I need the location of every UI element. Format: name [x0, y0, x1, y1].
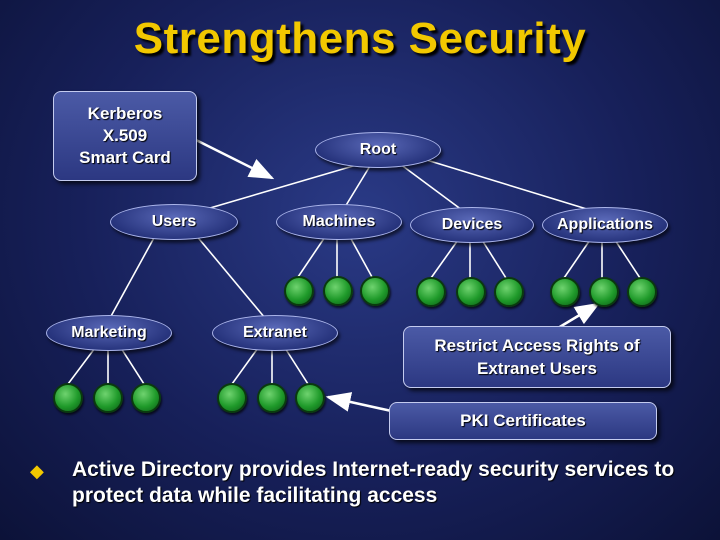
edge-users-marketing — [109, 235, 156, 319]
node-machines-label: Machines — [302, 213, 376, 230]
edge-extranet-leaf-3 — [284, 347, 309, 385]
node-marketing-label: Marketing — [71, 324, 147, 341]
pki-certificates-label: PKI Certificates — [460, 411, 586, 430]
pki-certificates-callout: PKI Certificates — [389, 402, 657, 440]
leaf-devices-2 — [456, 277, 486, 307]
restrict-access-callout: Restrict Access Rights of Extranet Users — [403, 326, 671, 388]
leaf-applications-1 — [550, 277, 580, 307]
leaf-devices-1 — [416, 277, 446, 307]
leaf-machines-2 — [323, 276, 353, 306]
leaf-machines-3 — [360, 276, 390, 306]
node-extranet: Extranet — [212, 315, 338, 351]
edge-marketing-leaf-1 — [67, 347, 96, 385]
leaf-marketing-1 — [53, 383, 83, 413]
node-machines: Machines — [276, 204, 402, 240]
edge-devices-leaf-1 — [430, 239, 459, 279]
arrow-auth-to-root — [195, 138, 275, 180]
node-applications-label: Applications — [556, 216, 653, 233]
leaf-marketing-3 — [131, 383, 161, 413]
edge-marketing-leaf-3 — [120, 347, 145, 385]
leaf-applications-2 — [589, 277, 619, 307]
edge-machines-leaf-3 — [349, 236, 373, 278]
node-users: Users — [110, 204, 238, 240]
edge-root-machines — [344, 165, 371, 208]
edge-applications-leaf-1 — [563, 239, 591, 279]
leaf-extranet-3 — [295, 383, 325, 413]
leaf-devices-3 — [494, 277, 524, 307]
edge-root-applications — [419, 157, 591, 211]
auth-methods-label: Kerberos X.509 Smart Card — [79, 104, 171, 167]
edge-devices-leaf-3 — [481, 239, 507, 279]
node-devices: Devices — [410, 207, 534, 243]
diamond-bullet-icon: ◆ — [30, 461, 44, 481]
node-users-label: Users — [151, 213, 197, 230]
leaf-machines-1 — [284, 276, 314, 306]
node-applications: Applications — [542, 207, 668, 243]
node-devices-label: Devices — [441, 216, 503, 233]
edge-extranet-leaf-1 — [231, 347, 259, 385]
auth-methods-box: Kerberos X.509 Smart Card — [53, 91, 197, 181]
edge-root-devices — [399, 163, 463, 211]
leaf-extranet-1 — [217, 383, 247, 413]
edge-users-extranet — [194, 233, 266, 319]
restrict-access-label: Restrict Access Rights of Extranet Users — [434, 336, 640, 378]
leaf-applications-3 — [627, 277, 657, 307]
node-root: Root — [315, 132, 441, 168]
bullet-text: Active Directory provides Internet-ready… — [72, 458, 675, 507]
node-marketing: Marketing — [46, 315, 172, 351]
node-root-label: Root — [359, 141, 397, 158]
leaf-marketing-2 — [93, 383, 123, 413]
slide-title: Strengthens Security — [133, 14, 587, 63]
arrow-pki-to-extranet-leaf — [325, 392, 397, 414]
edge-root-users — [209, 163, 361, 209]
edge-machines-leaf-1 — [297, 236, 326, 278]
arrow-restrict-to-app-leaf — [557, 302, 601, 330]
node-extranet-label: Extranet — [242, 324, 308, 341]
edge-applications-leaf-3 — [614, 239, 641, 279]
leaf-extranet-2 — [257, 383, 287, 413]
